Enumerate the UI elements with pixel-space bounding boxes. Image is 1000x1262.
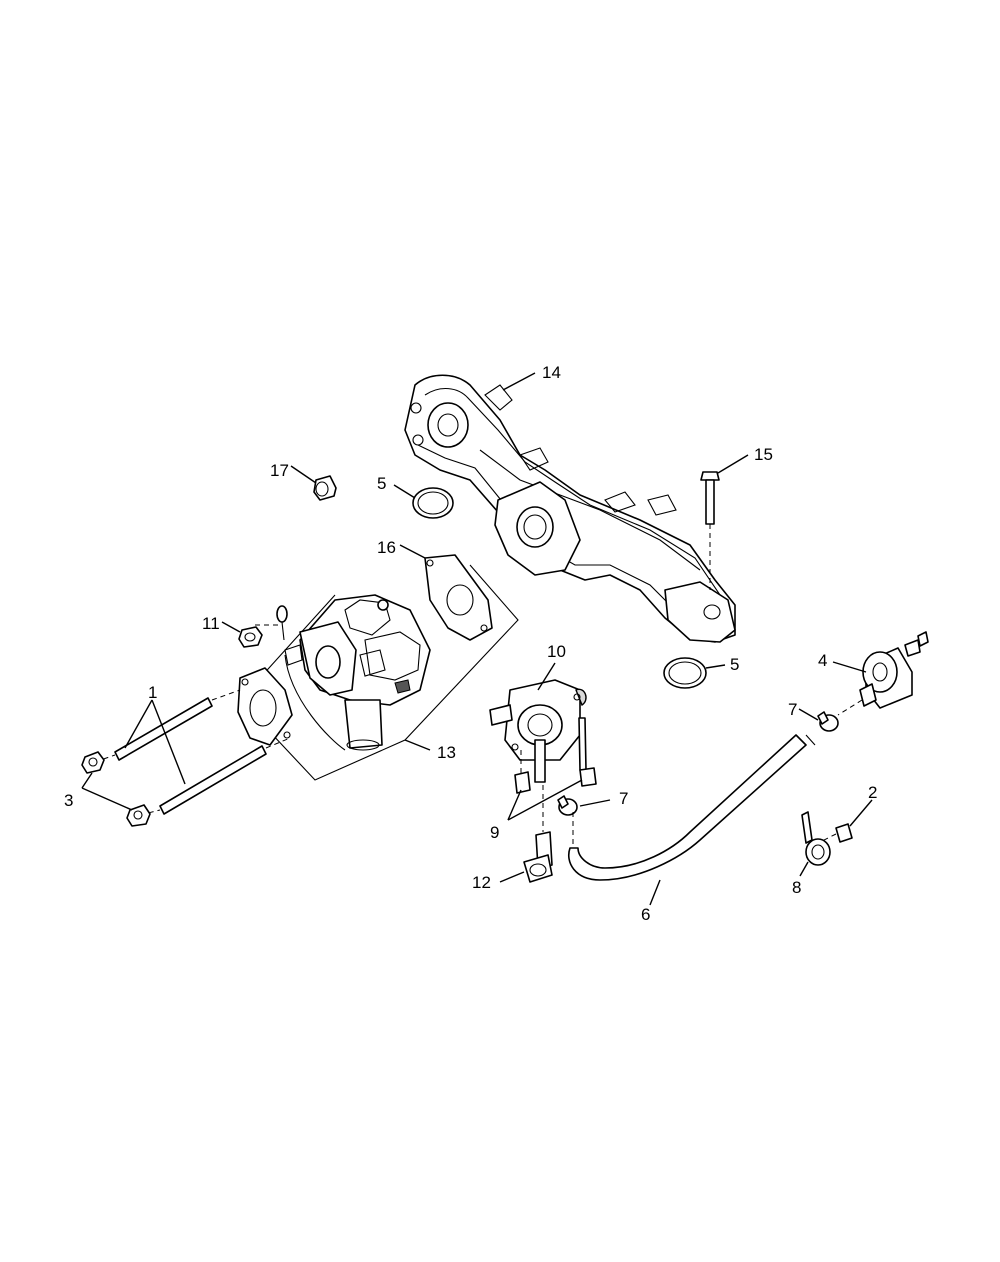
callout-5-upper: 5 bbox=[377, 474, 386, 493]
carburetor-13 bbox=[255, 594, 431, 751]
callout-4: 4 bbox=[818, 651, 827, 670]
callout-1: 1 bbox=[148, 683, 157, 702]
callout-6: 6 bbox=[641, 905, 650, 924]
callout-15: 15 bbox=[754, 445, 773, 464]
callout-17: 17 bbox=[270, 461, 289, 480]
screw-2 bbox=[819, 823, 853, 843]
spacer-17 bbox=[313, 475, 337, 501]
callout-7-lower: 7 bbox=[619, 789, 628, 808]
intake-manifold bbox=[404, 374, 736, 643]
fuel-hose-6 bbox=[568, 734, 807, 881]
callout-5-lower: 5 bbox=[730, 655, 739, 674]
callout-7-upper: 7 bbox=[788, 700, 797, 719]
o-ring-5-upper bbox=[412, 487, 454, 519]
o-ring-5-lower bbox=[663, 657, 707, 689]
callout-14: 14 bbox=[542, 363, 561, 382]
clip-8 bbox=[801, 811, 831, 866]
nut-11 bbox=[238, 626, 263, 648]
callout-16: 16 bbox=[377, 538, 396, 557]
gasket-16 bbox=[424, 554, 493, 641]
fitting-12 bbox=[523, 831, 553, 883]
leader-lines bbox=[81, 372, 873, 906]
fuel-pump-10 bbox=[489, 679, 587, 783]
bolt-15 bbox=[700, 471, 720, 590]
screws-9 bbox=[514, 717, 597, 794]
callout-13: 13 bbox=[437, 743, 456, 762]
callout-2: 2 bbox=[868, 783, 877, 802]
clamp-7-lower bbox=[557, 795, 578, 816]
callout-3: 3 bbox=[64, 791, 73, 810]
callout-8: 8 bbox=[792, 878, 801, 897]
nuts-3 bbox=[81, 751, 151, 827]
clamp-7-upper bbox=[817, 711, 839, 732]
callout-9: 9 bbox=[490, 823, 499, 842]
callout-12: 12 bbox=[472, 873, 491, 892]
fuel-filter-4 bbox=[837, 631, 929, 716]
callout-10: 10 bbox=[547, 642, 566, 661]
callout-11: 11 bbox=[202, 614, 220, 633]
carburetor-gasket bbox=[237, 667, 293, 746]
